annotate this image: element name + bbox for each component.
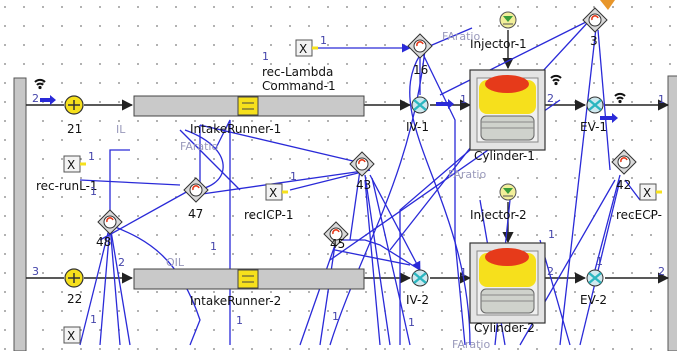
signal-icon[interactable]: X xyxy=(63,326,81,344)
controller-icon[interactable] xyxy=(97,209,123,235)
port-label: 3 xyxy=(32,265,39,278)
ctrl-43-label: 43 xyxy=(356,178,371,192)
selection-marker xyxy=(600,0,615,10)
signal-icon[interactable]: X xyxy=(639,183,662,201)
port-label: OIL xyxy=(166,256,185,269)
port-label: 1 xyxy=(460,266,467,279)
port-label: IL xyxy=(116,123,126,136)
ctrl-48-label: 48 xyxy=(96,235,111,249)
port-label: 1 xyxy=(658,93,665,106)
port-label: 1 xyxy=(236,314,243,327)
port-label: 1 xyxy=(90,185,97,198)
controller-icon[interactable] xyxy=(611,149,637,175)
ctrl-16-label: 16 xyxy=(413,63,428,77)
rec-lambda-label-line2: Command-1 xyxy=(262,79,336,93)
ctrl-47-label: 47 xyxy=(188,207,203,221)
valve-icon[interactable] xyxy=(411,269,429,287)
controller-icon[interactable] xyxy=(407,33,433,59)
iv-2-label: IV-2 xyxy=(406,293,429,307)
injector-1-label: Injector-1 xyxy=(470,37,527,51)
port-label: 1 xyxy=(548,228,555,241)
intake-runner-1[interactable] xyxy=(133,95,365,117)
port-label: FAratio xyxy=(442,30,480,43)
rec-lambda-label-line1: rec-Lambda xyxy=(262,65,333,79)
svg-text:X: X xyxy=(67,329,75,343)
ctrl-3-label: 3 xyxy=(590,34,598,48)
port-label: 1 xyxy=(210,240,217,253)
rec-runl-label: rec-runL-1 xyxy=(36,179,98,193)
port-label: FAratio xyxy=(452,338,490,351)
port-label: 1 xyxy=(262,50,269,63)
port-label: 1 xyxy=(90,313,97,326)
ctrl-42-label: 42 xyxy=(616,178,631,192)
port-label: 1 xyxy=(408,316,415,329)
svg-text:X: X xyxy=(67,158,75,172)
port-label: 1 xyxy=(290,170,297,183)
cylinder-2-label: Cylinder-2 xyxy=(474,321,535,335)
signal-icon[interactable]: X xyxy=(295,39,318,57)
signal-icon[interactable]: X xyxy=(265,183,288,201)
port-label: FAratio xyxy=(180,140,218,153)
valve-icon[interactable] xyxy=(586,96,604,114)
sensor-22-label: 22 xyxy=(67,292,82,306)
ctrl-45-label: 45 xyxy=(330,237,345,251)
controller-icon[interactable] xyxy=(183,177,209,203)
port-label: 2 xyxy=(118,256,125,269)
port-label: 2 xyxy=(547,92,554,105)
cylinder-icon[interactable] xyxy=(469,242,546,324)
port-label: 2 xyxy=(658,265,665,278)
sensor-icon[interactable] xyxy=(64,268,84,288)
controller-icon[interactable] xyxy=(349,151,375,177)
cylinder-icon[interactable] xyxy=(469,69,546,151)
signal-icon[interactable]: X xyxy=(63,155,86,173)
injector-icon[interactable] xyxy=(499,183,517,201)
ev-1-label: EV-1 xyxy=(580,120,607,134)
port-label: FAratio xyxy=(448,168,486,181)
iv-1-label: IV-1 xyxy=(406,120,429,134)
sensor-icon[interactable] xyxy=(64,95,84,115)
port-label: 1 xyxy=(332,310,339,323)
sensor-21-label: 21 xyxy=(67,122,82,136)
port-label: 1 xyxy=(460,93,467,106)
svg-text:X: X xyxy=(269,186,277,200)
cylinder-1-label: Cylinder-1 xyxy=(474,149,535,163)
controller-icon[interactable] xyxy=(323,221,349,247)
flow-direction-icon xyxy=(40,95,618,123)
left-boundary[interactable] xyxy=(13,77,27,351)
port-label: 2 xyxy=(547,265,554,278)
port-label: 2 xyxy=(32,92,39,105)
svg-text:X: X xyxy=(643,186,651,200)
port-label: 1 xyxy=(88,150,95,163)
right-boundary[interactable] xyxy=(667,75,677,351)
port-label: 1 xyxy=(320,34,327,47)
valve-icon[interactable] xyxy=(411,96,429,114)
port-label: 1 xyxy=(596,255,603,268)
svg-text:X: X xyxy=(299,42,307,56)
injector-icon[interactable] xyxy=(499,11,517,29)
controller-icon[interactable] xyxy=(582,7,608,33)
intake-runner-2-label: IntakeRunner-2 xyxy=(190,294,281,308)
rec-ecp-label: recECP- xyxy=(616,208,662,222)
rec-icp-label: recICP-1 xyxy=(244,208,294,222)
signal-wires xyxy=(79,19,641,346)
ev-2-label: EV-2 xyxy=(580,293,607,307)
valve-icon[interactable] xyxy=(586,269,604,287)
intake-runner-1-label: IntakeRunner-1 xyxy=(190,122,281,136)
intake-runner-2[interactable] xyxy=(133,268,365,290)
injector-2-label: Injector-2 xyxy=(470,208,527,222)
